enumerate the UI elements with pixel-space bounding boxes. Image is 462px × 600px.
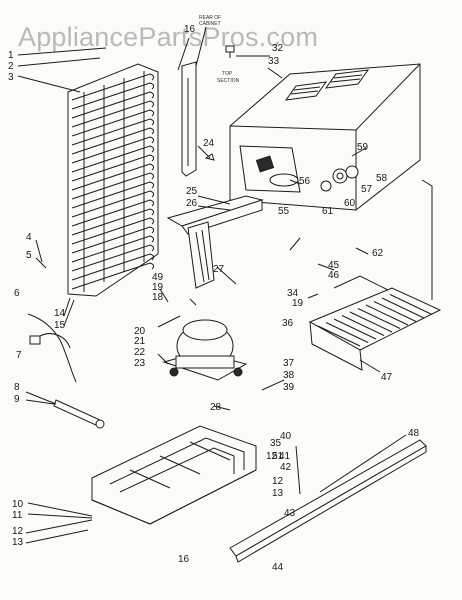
part-label-12: 12 xyxy=(12,526,24,537)
leader-lines xyxy=(17,37,407,544)
svg-text:CABINET: CABINET xyxy=(199,21,221,27)
part-label-11: 11 xyxy=(12,510,23,521)
duct xyxy=(187,221,215,289)
part-label-16: 16 xyxy=(184,24,196,35)
part-label-48: 48 xyxy=(408,428,420,439)
svg-text:TOP: TOP xyxy=(222,71,233,77)
part-label-59: 59 xyxy=(357,142,369,153)
part-label-51: 51 xyxy=(272,451,284,462)
base-frame xyxy=(91,425,257,525)
part-label-43: 43 xyxy=(284,508,296,519)
part-label-24: 24 xyxy=(203,138,215,149)
rail-48 xyxy=(229,439,427,563)
drier-9 xyxy=(53,399,105,429)
part-label-39: 39 xyxy=(283,382,295,393)
control-housing xyxy=(229,63,421,211)
part-label-38: 38 xyxy=(283,370,295,381)
wire-harness xyxy=(27,313,77,383)
part-label-21: 21 xyxy=(134,336,146,347)
top-bracket xyxy=(225,45,235,58)
part-label-56: 56 xyxy=(299,176,311,187)
part-label-7: 7 xyxy=(16,350,22,361)
part-label-9: 9 xyxy=(14,394,20,405)
condenser-coil xyxy=(67,63,159,297)
part-label-58: 58 xyxy=(376,173,388,184)
part-label-32: 32 xyxy=(272,43,284,54)
part-label-13-alt-0: 13 xyxy=(272,488,284,499)
part-label-44: 44 xyxy=(272,562,284,573)
part-label-60: 60 xyxy=(344,198,356,209)
part-labels: 1234567891011121212131314151616181919202… xyxy=(8,24,420,573)
part-label-34: 34 xyxy=(287,288,299,299)
part-label-18: 18 xyxy=(152,292,164,303)
part-label-62: 62 xyxy=(372,248,384,259)
rear-of-cabinet-note: REAR OF CABINET xyxy=(195,15,221,67)
part-label-10: 10 xyxy=(12,499,24,510)
part-label-41: 41 xyxy=(279,451,291,462)
drain-pan-coil xyxy=(308,179,442,371)
part-label-26: 26 xyxy=(186,198,198,209)
part-label-28: 28 xyxy=(210,402,222,413)
part-label-14: 14 xyxy=(54,308,66,319)
part-label-3: 3 xyxy=(8,72,14,83)
part-label-25: 25 xyxy=(186,186,198,197)
part-label-57: 57 xyxy=(361,184,373,195)
part-label-47: 47 xyxy=(381,372,393,383)
part-label-16-alt-0: 16 xyxy=(178,554,190,565)
part-label-13: 13 xyxy=(12,537,24,548)
svg-text:SECTION: SECTION xyxy=(217,78,240,84)
svg-text:REAR OF: REAR OF xyxy=(199,15,221,21)
part-label-1: 1 xyxy=(8,50,14,61)
compressor xyxy=(162,319,248,381)
part-label-19-alt-0: 19 xyxy=(292,298,304,309)
part-label-15: 15 xyxy=(54,320,66,331)
part-label-33: 33 xyxy=(268,56,280,67)
part-label-49: 49 xyxy=(152,272,164,283)
part-label-2: 2 xyxy=(8,61,14,72)
part-label-55: 55 xyxy=(278,206,290,217)
part-label-20: 20 xyxy=(134,326,146,337)
part-label-5: 5 xyxy=(26,250,32,261)
fan-bracket xyxy=(166,195,264,235)
part-label-46: 46 xyxy=(328,270,340,281)
part-label-36: 36 xyxy=(282,318,294,329)
part-label-23: 23 xyxy=(134,358,146,369)
part-label-4: 4 xyxy=(26,232,32,243)
clip-24 xyxy=(204,153,215,161)
part-label-22: 22 xyxy=(134,347,146,358)
part-label-19: 19 xyxy=(152,282,164,293)
part-label-45: 45 xyxy=(328,260,340,271)
part-label-40: 40 xyxy=(280,431,292,442)
watermark-text: AppliancePartsPros.com xyxy=(18,22,318,52)
part-label-35: 35 xyxy=(270,438,282,449)
part-label-6: 6 xyxy=(14,288,20,299)
rear-cabinet-strip xyxy=(181,61,197,177)
part-label-8: 8 xyxy=(14,382,20,393)
part-label-42: 42 xyxy=(280,462,292,473)
part-label-37: 37 xyxy=(283,358,295,369)
part-label-12-alt-1: 12 xyxy=(272,476,284,487)
top-section-note: TOP SECTION xyxy=(217,71,240,84)
part-label-12-alt-0: 12 xyxy=(266,451,278,462)
part-label-27: 27 xyxy=(213,264,225,275)
part-label-61: 61 xyxy=(322,206,334,217)
